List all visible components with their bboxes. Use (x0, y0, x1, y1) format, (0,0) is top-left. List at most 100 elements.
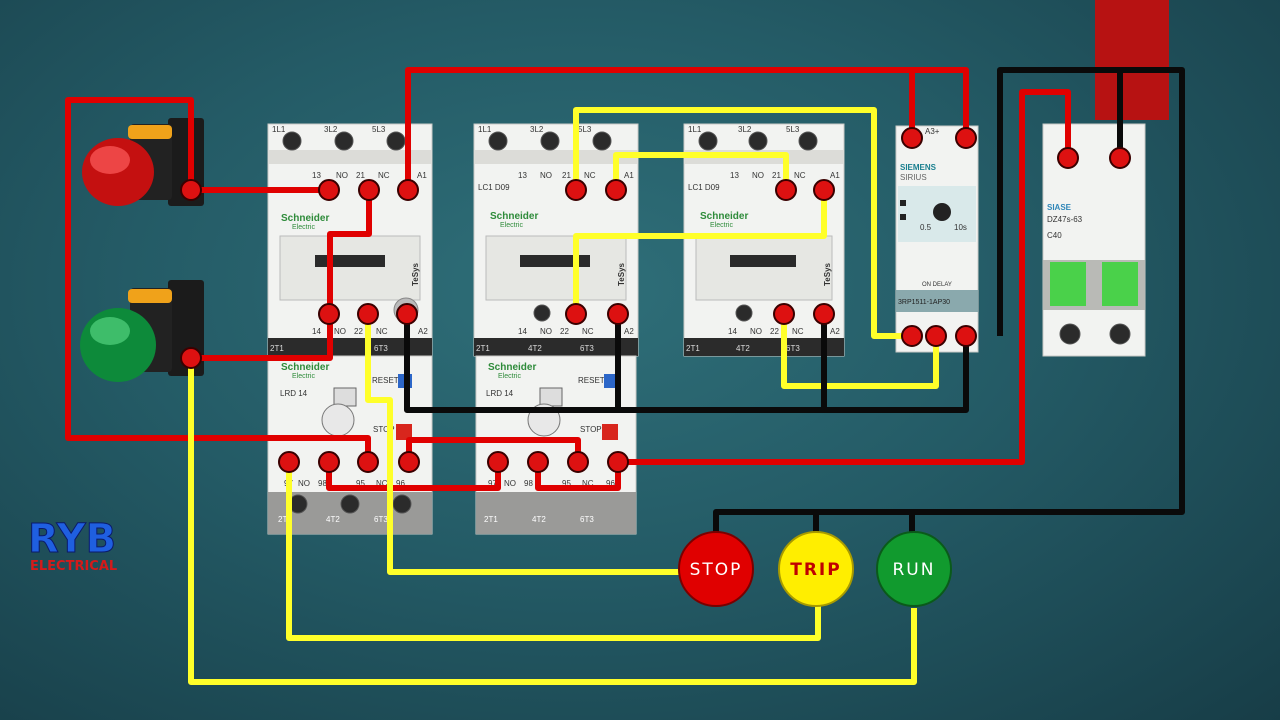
top-terminal-label: 1L1 (478, 125, 492, 134)
terminal[interactable] (607, 451, 629, 473)
bottom-terminal-label: 2T1 (686, 344, 700, 353)
terminal[interactable] (925, 325, 947, 347)
reset-label: RESET (578, 376, 605, 385)
stop-button[interactable] (602, 424, 618, 440)
terminal[interactable] (901, 325, 923, 347)
terminal[interactable] (813, 179, 835, 201)
trip-lamp-label: TRIP (790, 560, 841, 580)
terminal[interactable] (398, 451, 420, 473)
timer-model: 3RP1511-1AP30 (898, 299, 950, 306)
contact-label: NC (584, 171, 596, 180)
contact-label: NO (752, 171, 764, 180)
terminal[interactable] (775, 179, 797, 201)
black-wires (404, 67, 1185, 534)
breaker-model: DZ47s-63 (1047, 215, 1083, 224)
bottom-terminal-label: 4T2 (528, 344, 542, 353)
timer-relay: A3+ SIEMENS SIRIUS 0.5 10s ON DELAY 3RP1… (895, 125, 979, 353)
contact-label: NC (582, 479, 594, 488)
dial-max: 10s (954, 223, 967, 232)
breaker-toggle-right[interactable] (1102, 262, 1138, 306)
brand-sub-label: Electric (498, 373, 521, 380)
contact-label: 13 (312, 171, 321, 180)
red-mushroom-pushbutton-icon[interactable] (82, 118, 204, 206)
terminal[interactable] (318, 451, 340, 473)
terminal[interactable] (357, 303, 379, 325)
terminal[interactable] (318, 179, 340, 201)
run-lamp-label: RUN (893, 560, 936, 580)
terminal[interactable] (901, 127, 923, 149)
contact-label: 98 (318, 479, 327, 488)
terminal[interactable] (605, 179, 627, 201)
terminal[interactable] (607, 303, 629, 325)
contact-label: 14 (312, 327, 321, 336)
brand-label: Schneider (281, 362, 329, 373)
top-terminal-label: 3L2 (324, 125, 338, 134)
contact-label: A1 (830, 171, 840, 180)
bottom-terminal-label: 6T3 (786, 344, 800, 353)
contact-label: NO (540, 171, 552, 180)
brand-sub-label: Electric (292, 224, 315, 231)
terminal[interactable] (955, 127, 977, 149)
stop-lamp-label: STOP (690, 560, 743, 580)
terminal[interactable] (357, 451, 379, 473)
contact-label: NC (376, 327, 388, 336)
contact-label: 13 (730, 171, 739, 180)
bottom-terminal-label: 2T1 (278, 515, 292, 524)
contact-label: NO (336, 171, 348, 180)
terminal[interactable] (773, 303, 795, 325)
bottom-terminal-label: 6T3 (374, 515, 388, 524)
terminal[interactable] (396, 303, 418, 325)
contact-label: 21 (562, 171, 571, 180)
contactor-3: 1L1 3L2 5L3 LC1 D09 13 NO 21 NC A1 Schne… (683, 123, 845, 357)
top-terminal-label: 5L3 (786, 125, 800, 134)
bottom-terminal-label: 6T3 (580, 515, 594, 524)
terminal[interactable] (1057, 147, 1079, 169)
contact-label: 95 (356, 479, 365, 488)
run-lamp: RUN (876, 531, 952, 607)
terminal[interactable] (955, 325, 977, 347)
contact-label: NO (540, 327, 552, 336)
reset-label: RESET (372, 376, 399, 385)
bottom-terminal-label: 2T1 (270, 344, 284, 353)
stop-label: STOP (580, 425, 602, 434)
series-label: TeSys (823, 262, 832, 286)
terminal[interactable] (565, 179, 587, 201)
reset-button[interactable] (604, 374, 618, 388)
contact-label: NC (378, 171, 390, 180)
terminal[interactable] (565, 303, 587, 325)
timer-brand: SIEMENS (900, 163, 937, 172)
top-terminal-label: 1L1 (688, 125, 702, 134)
terminal[interactable] (180, 347, 202, 369)
terminal[interactable] (567, 451, 589, 473)
brand-label: Schneider (490, 211, 538, 222)
terminal[interactable] (813, 303, 835, 325)
contact-label: 13 (518, 171, 527, 180)
pushbutton-station (80, 118, 204, 382)
terminal[interactable] (397, 179, 419, 201)
model-label: LC1 D09 (478, 183, 510, 192)
stop-label: STOP (373, 425, 395, 434)
terminal[interactable] (527, 451, 549, 473)
terminal[interactable] (318, 303, 340, 325)
contact-label: 22 (560, 327, 569, 336)
bottom-terminal-label: 2T1 (476, 344, 490, 353)
bottom-terminal-label: 2T1 (484, 515, 498, 524)
brand-label: Schneider (488, 362, 536, 373)
brand-sub-label: Electric (500, 222, 523, 229)
terminal[interactable] (278, 451, 300, 473)
contact-label: NO (504, 479, 516, 488)
contact-label: 97 (488, 479, 497, 488)
contact-label: NC (582, 327, 594, 336)
terminal[interactable] (358, 179, 380, 201)
contact-label: 22 (770, 327, 779, 336)
contact-label: 21 (356, 171, 365, 180)
breaker-toggle-left[interactable] (1050, 262, 1086, 306)
terminal[interactable] (1109, 147, 1131, 169)
bottom-terminal-label: 4T2 (326, 515, 340, 524)
time-dial-knob[interactable] (933, 203, 951, 221)
terminal[interactable] (180, 179, 202, 201)
stop-button[interactable] (396, 424, 412, 440)
terminal[interactable] (487, 451, 509, 473)
contact-label: NC (376, 479, 388, 488)
